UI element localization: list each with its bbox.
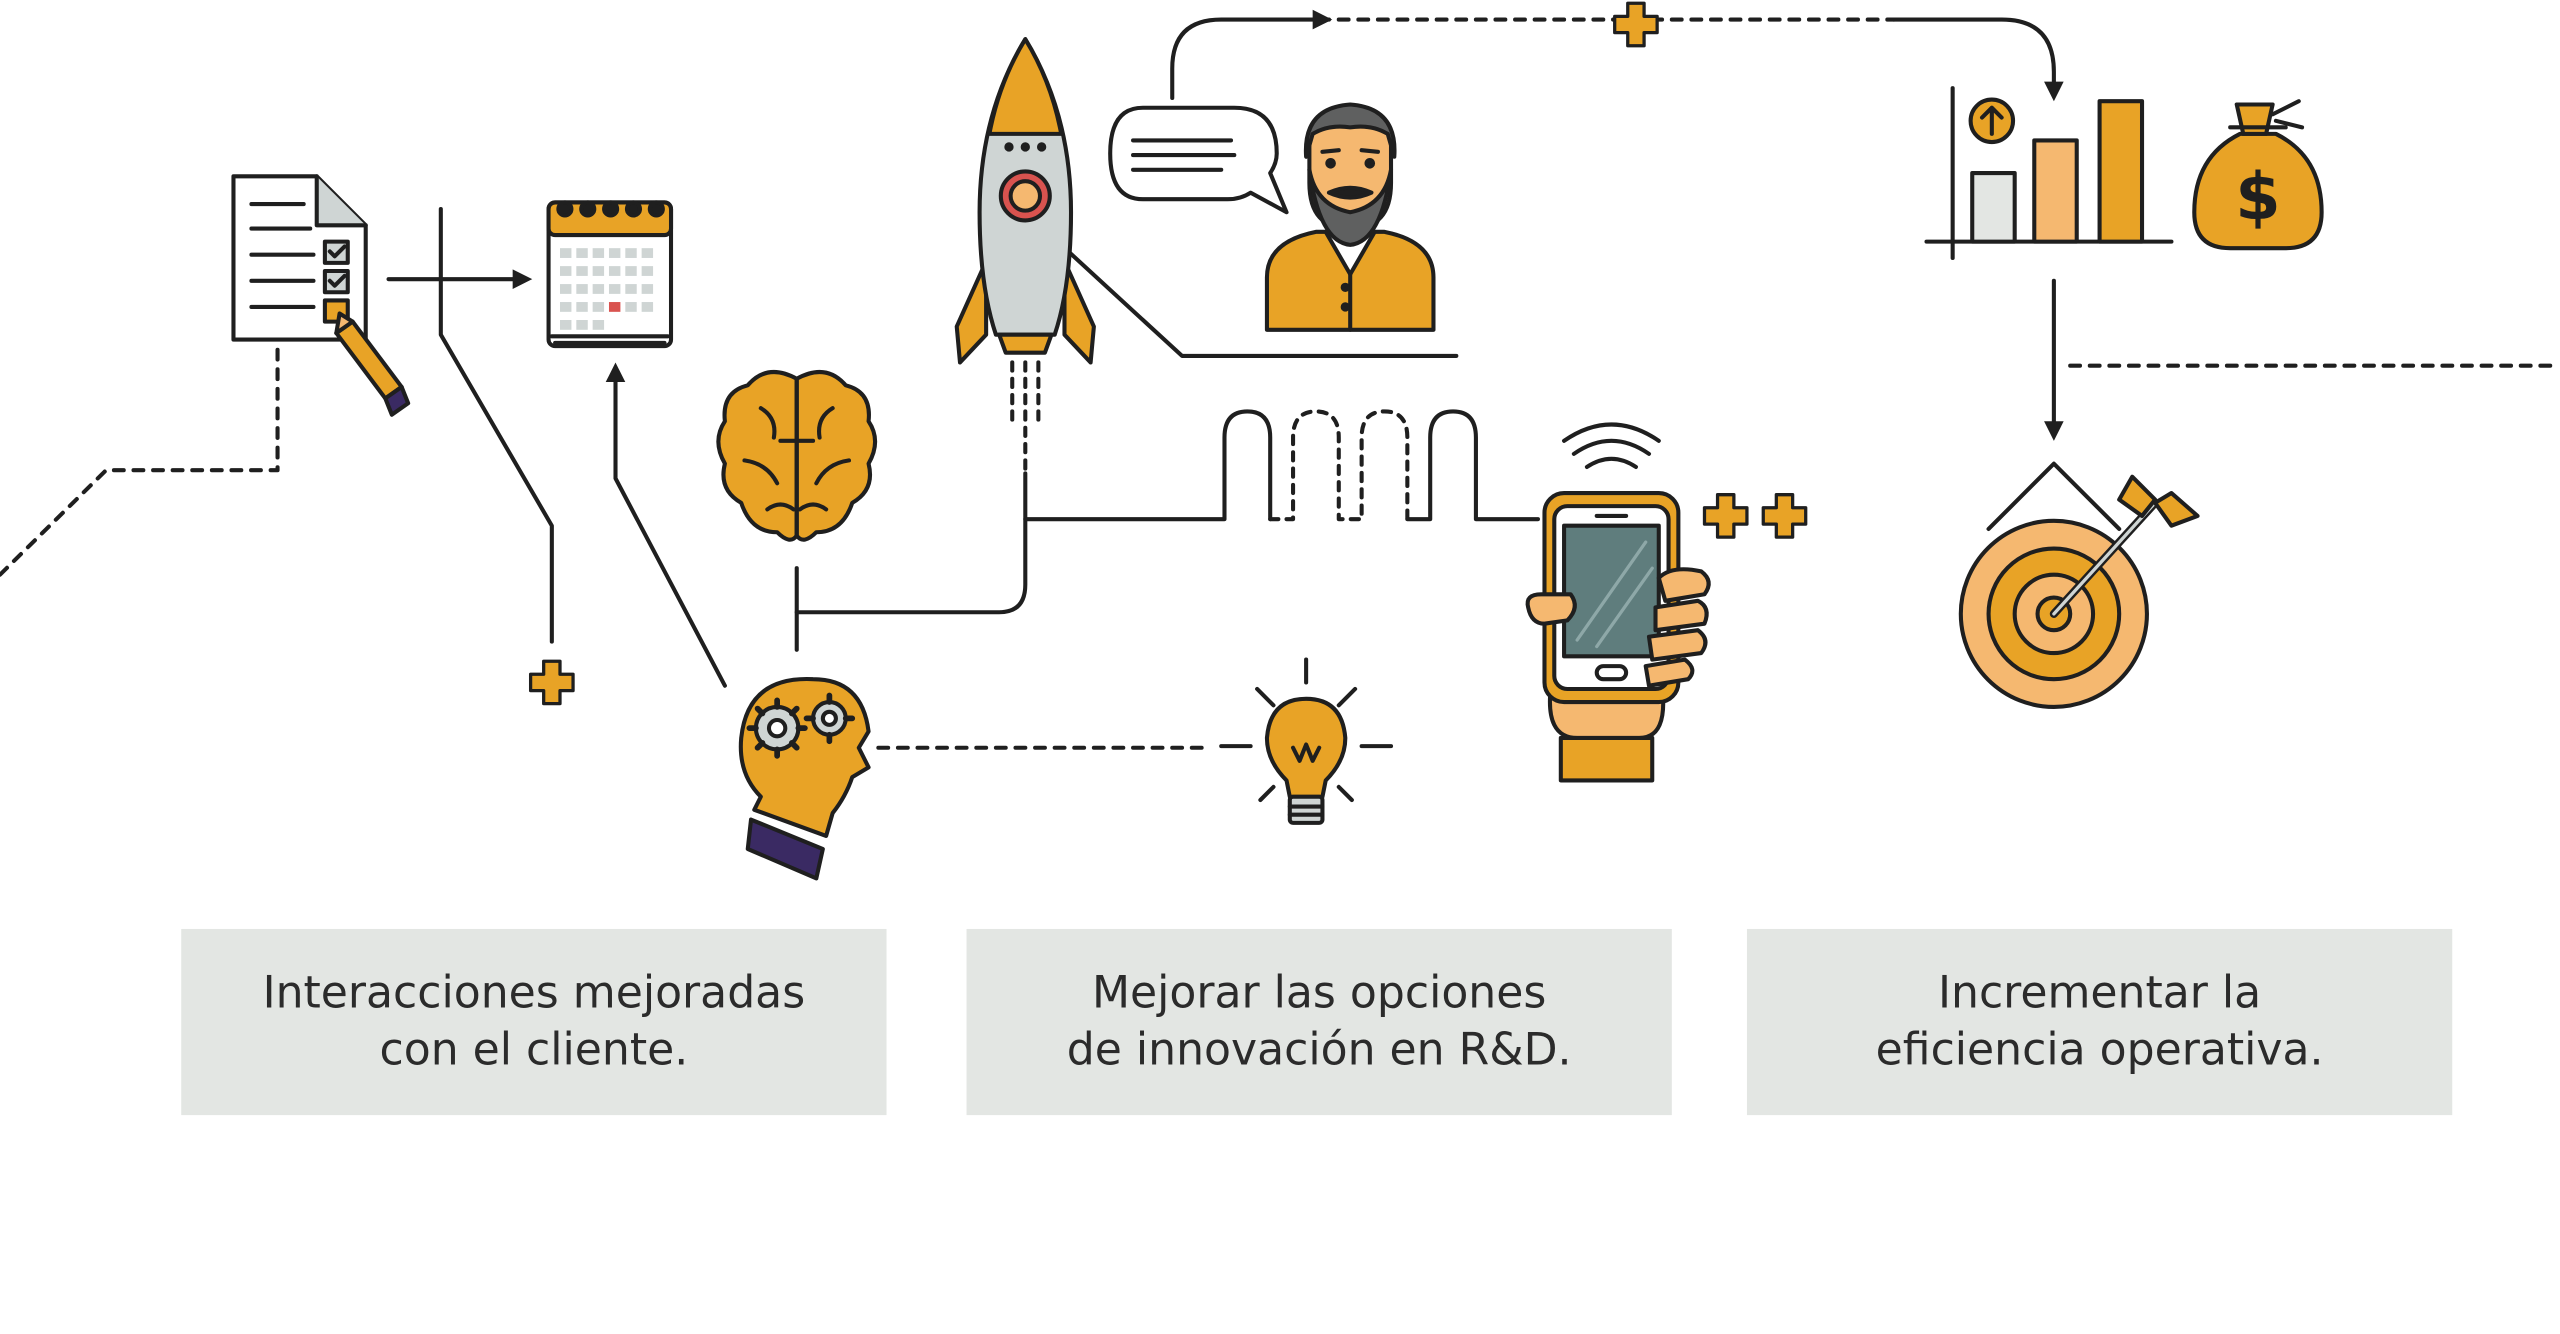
pencil-icon xyxy=(334,311,411,417)
rocket-icon xyxy=(954,37,1096,476)
checklist-icon xyxy=(231,174,368,342)
caption-box-innovation: Mejorar las opciones de innovación en R&… xyxy=(966,928,1672,1116)
brain-icon xyxy=(716,370,878,542)
plus-icons xyxy=(528,1,1808,706)
gears-head-icon xyxy=(738,677,871,881)
smartphone-icon xyxy=(1525,422,1711,783)
arrowheads xyxy=(512,9,2064,441)
bar-chart-icon xyxy=(1924,86,2174,260)
caption-operational-efficiency: Incrementar la eficiencia operativa. xyxy=(1875,968,2324,1076)
caption-box-customer: Interacciones mejoradas con el cliente. xyxy=(181,928,887,1116)
connector-lines xyxy=(0,17,2560,750)
money-bag-icon xyxy=(2192,99,2324,251)
caption-innovation-rd: Mejorar las opciones de innovación en R&… xyxy=(1066,968,1572,1076)
target-icon xyxy=(1958,461,2200,709)
calendar-icon xyxy=(546,200,674,349)
lightbulb-icon xyxy=(1219,657,1394,825)
caption-customer-interactions: Interacciones mejoradas con el cliente. xyxy=(262,968,806,1076)
speech-bubble-icon xyxy=(1108,105,1289,215)
caption-box-efficiency: Incrementar la eficiencia operativa. xyxy=(1746,928,2453,1116)
dollar-sign-icon: $ xyxy=(2235,159,2280,235)
bearded-man-icon xyxy=(1264,102,1436,332)
